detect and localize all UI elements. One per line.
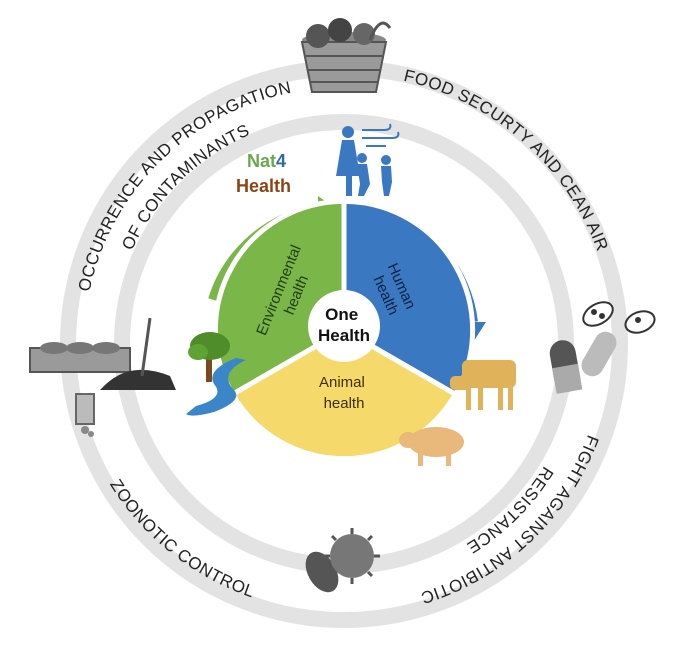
brand-line2: Health — [236, 176, 291, 196]
soil-shovel-icon — [100, 317, 176, 390]
family-icon — [336, 126, 392, 196]
bacteria-icon — [582, 301, 656, 334]
pig-icon — [399, 427, 464, 466]
cow-icon — [450, 360, 516, 410]
sector-animal — [229, 327, 459, 462]
center-label: One Health — [318, 305, 370, 345]
center-circle — [308, 290, 380, 362]
wind-icon — [362, 123, 400, 147]
virus-icon — [305, 528, 380, 593]
arc-label-food-security: FOOD SECURTY AND CEAN AIR — [402, 66, 612, 254]
basket-icon — [300, 18, 392, 93]
outflow-pipe-icon — [75, 393, 95, 437]
brand-line1: Nat4 — [247, 151, 286, 171]
capsule-icon — [549, 331, 617, 394]
sector-label-animal: Animal health — [319, 374, 369, 412]
tree-icon — [188, 332, 230, 382]
treatment-plant-icon — [29, 342, 131, 373]
river-icon — [186, 358, 246, 416]
